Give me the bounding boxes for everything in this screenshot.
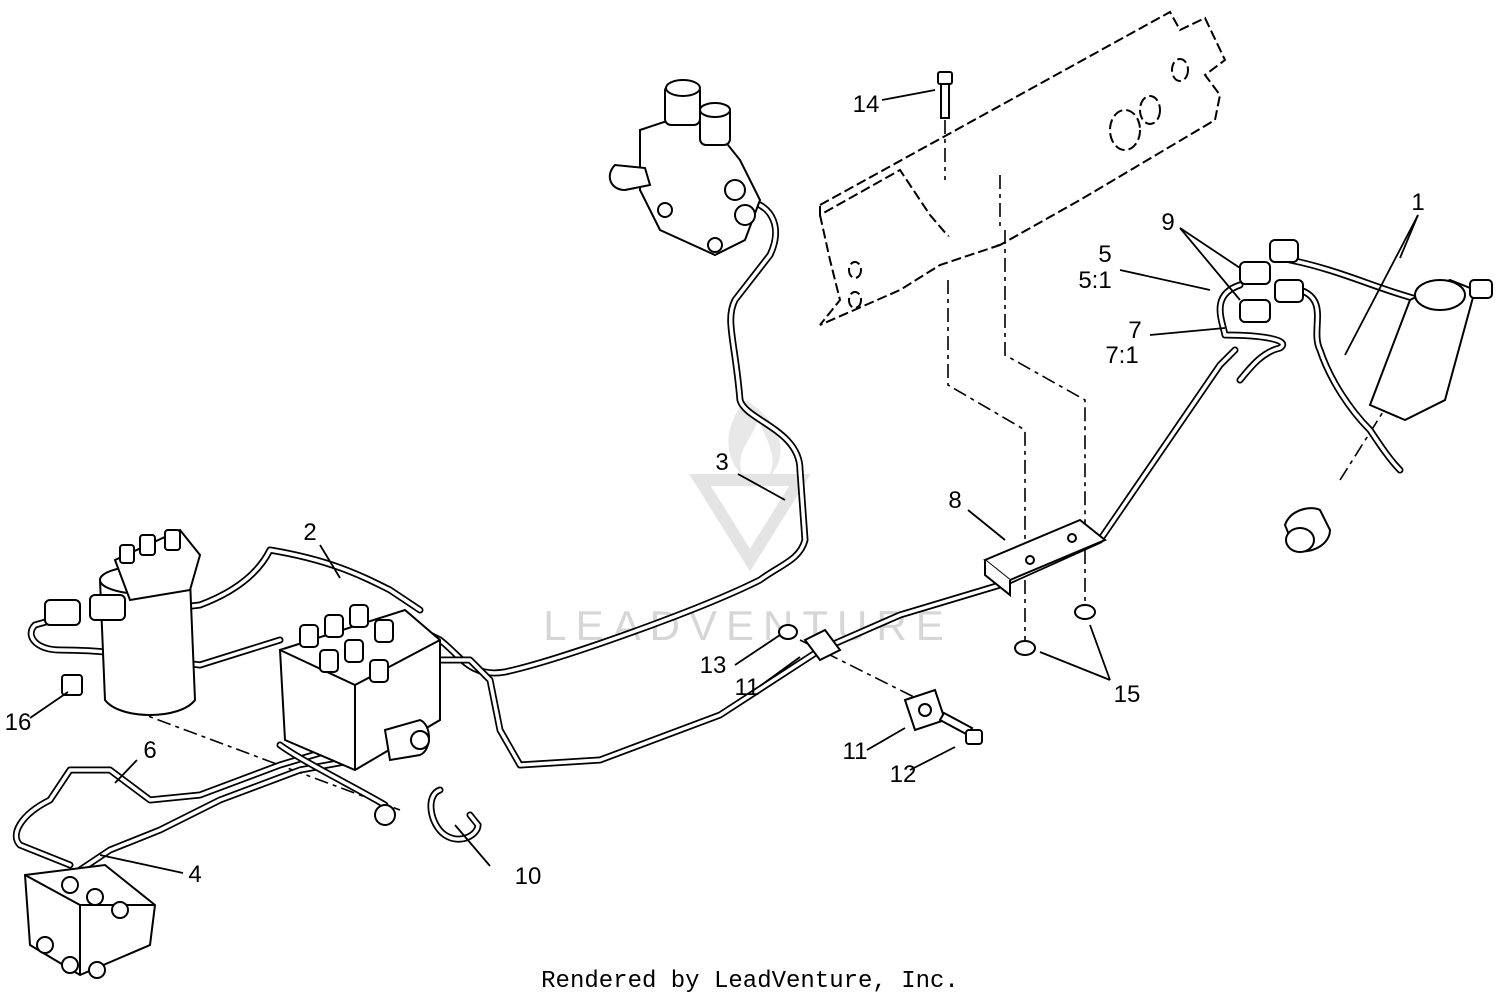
callout-13: 13 — [700, 652, 727, 679]
elbow-fittings — [1239, 239, 1304, 323]
upper-valve-block — [608, 79, 762, 257]
callout-7: 7 — [1128, 317, 1141, 344]
callout-6: 6 — [143, 737, 156, 764]
frame-rail — [819, 10, 1227, 326]
hydraulic-tubes — [12, 196, 1424, 874]
callout-11-upper: 11 — [735, 674, 760, 701]
hydraulic-filter — [44, 528, 202, 716]
leadventure-watermark: LEADVENTURE — [543, 400, 944, 649]
callout-1: 1 — [1411, 189, 1424, 216]
callout-3: 3 — [715, 449, 728, 476]
render-credit: Rendered by LeadVenture, Inc. — [541, 968, 959, 995]
callout-12: 12 — [890, 761, 917, 788]
callout-10: 10 — [515, 863, 542, 890]
callout-15: 15 — [1114, 681, 1141, 708]
callout-11-lower: 11 — [843, 738, 868, 765]
lower-valve-block — [23, 863, 157, 979]
callout-9: 9 — [1161, 209, 1174, 236]
callout-5: 5 — [1098, 241, 1111, 268]
callout-4: 4 — [188, 861, 201, 888]
leader-lines — [29, 89, 1419, 874]
callout-2: 2 — [303, 519, 316, 546]
callout-numbers: 1 2 3 4 5 5:1 6 7 7:1 8 9 10 11 11 12 13… — [5, 91, 1425, 890]
callout-5-1: 5:1 — [1078, 267, 1111, 294]
callout-7-1: 7:1 — [1105, 342, 1138, 369]
callout-8: 8 — [948, 487, 961, 514]
hydraulic-cylinder — [1283, 278, 1493, 553]
callout-14: 14 — [853, 91, 880, 118]
mounting-bracket — [983, 518, 1107, 598]
hardware — [374, 71, 1096, 843]
callout-16: 16 — [5, 709, 32, 736]
manifold-valve-block — [278, 604, 441, 772]
